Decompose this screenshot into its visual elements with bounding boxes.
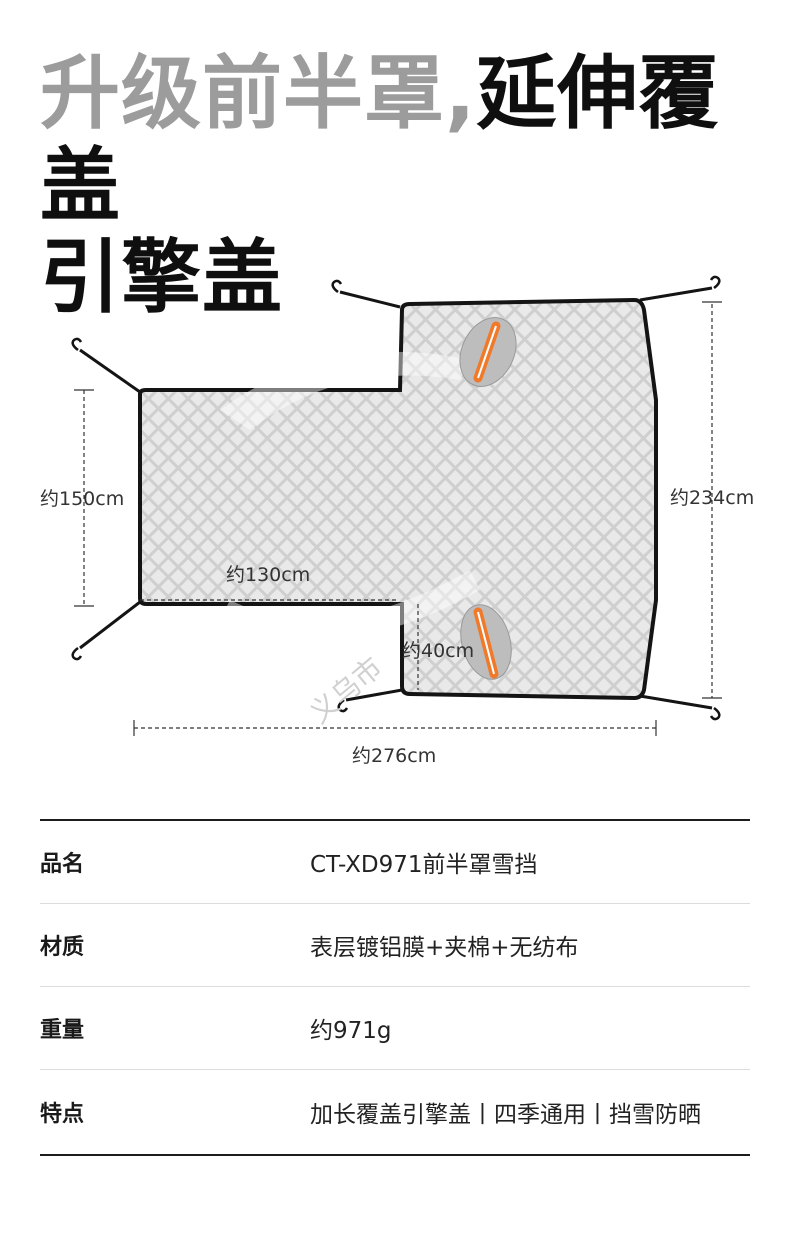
notch-depth-label: 约40cm [402,640,475,662]
spec-value: CT-XD971前半罩雪挡 [310,852,538,878]
right-height-label: 约234cm [670,487,755,509]
watermark-text: 义乌市 [303,651,389,730]
strap-bottom-left [79,600,141,650]
left-height-label: 约150cm [40,488,125,510]
spec-row-weight: 重量 约971g [40,987,750,1070]
watermark-logo [220,351,480,640]
headline-dark-text: 延伸覆盖 [40,47,720,232]
mirror-opening-bottom [460,604,512,680]
hook-icon [709,707,721,721]
hook-icon [331,279,343,293]
spec-value: 加长覆盖引擎盖丨四季通用丨挡雪防晒 [310,1102,701,1128]
headline-line-2: 引擎盖 [40,231,283,324]
hook-icon [71,337,83,351]
strap-top-left [79,348,141,394]
hook-icon [709,275,721,289]
hook-icon [337,699,349,713]
strap-top-right [639,286,713,302]
strap-top-middle [339,290,401,309]
headline-grey-text: 升级前半罩, [40,47,477,140]
cover-body [138,297,658,701]
hook-icon [71,647,83,661]
spec-key: 材质 [40,935,85,960]
strap-bottom-right [639,694,713,710]
spec-value: 约971g [310,1018,392,1044]
spec-table: 品名 CT-XD971前半罩雪挡 材质 表层镀铝膜+夹棉+无纺布 重量 约971… [40,819,750,1156]
spec-row-name: 品名 CT-XD971前半罩雪挡 [40,819,750,904]
spec-key: 品名 [40,852,85,877]
product-diagram: 义乌市 约150cm 约130cm 约40cm 约234cm 约276cm [0,270,790,780]
inner-width-label: 约130cm [226,564,311,586]
hook-icons [71,275,721,721]
spec-row-features: 特点 加长覆盖引擎盖丨四季通用丨挡雪防晒 [40,1070,750,1156]
headline-line-1: 升级前半罩,延伸覆盖 [40,48,790,232]
mirror-opening-top [459,317,517,387]
strap-lines [79,286,713,710]
spec-value: 表层镀铝膜+夹棉+无纺布 [310,935,579,961]
dimension-ticks [74,301,722,736]
total-width-label: 约276cm [352,745,437,767]
cover-outline-drawing: 义乌市 [71,275,722,736]
dimension-lines [83,304,713,729]
spec-row-material: 材质 表层镀铝膜+夹棉+无纺布 [40,904,750,987]
headline: 升级前半罩,延伸覆盖 引擎盖 [40,48,790,324]
spec-key: 重量 [40,1018,85,1043]
spec-key: 特点 [40,1102,85,1127]
strap-bottom-middle [345,688,403,702]
